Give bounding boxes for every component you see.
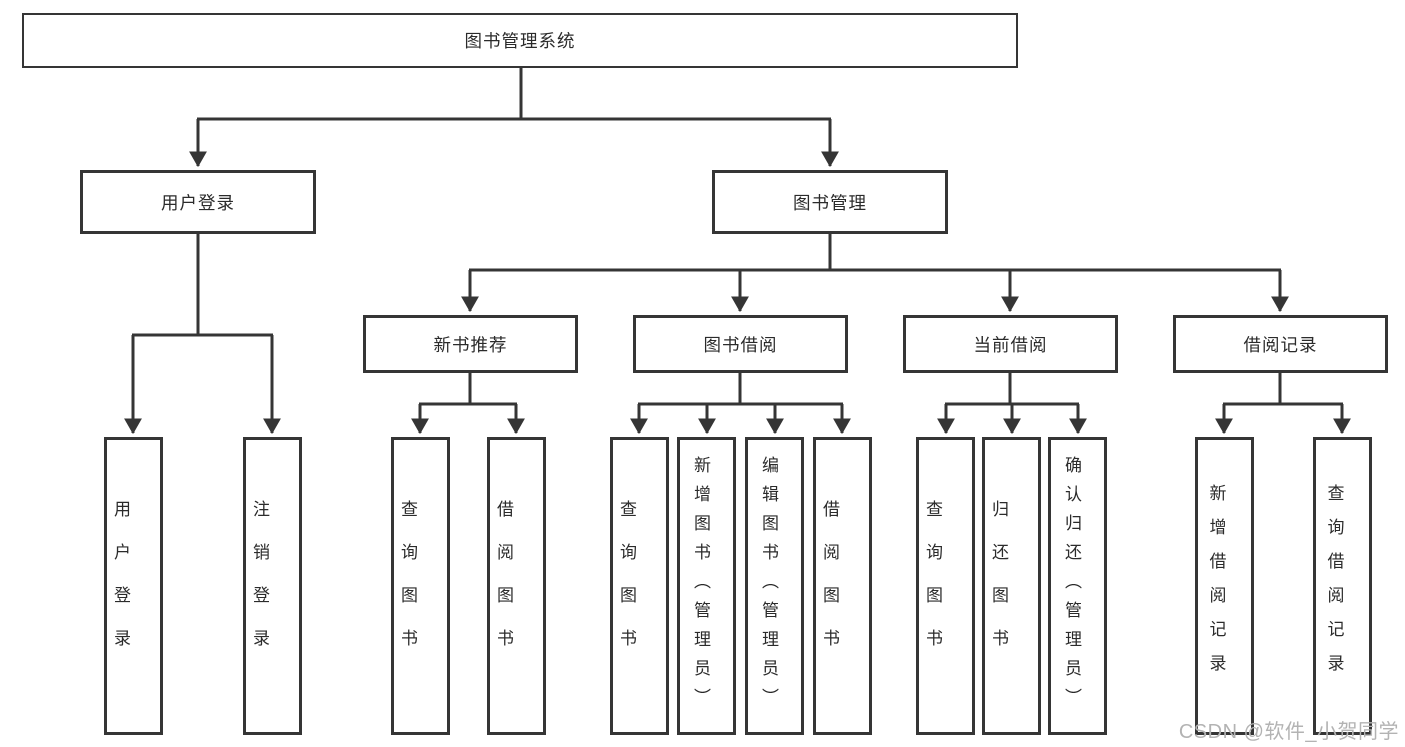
node-user-login: 用户登录 bbox=[80, 170, 316, 234]
wire-current-borrow-trunk bbox=[945, 373, 1079, 406]
leaf-bb-borrow-books: 借阅图书 bbox=[813, 437, 872, 735]
node-new-book-rec: 新书推荐 bbox=[363, 315, 578, 373]
node-current-borrow-label: 当前借阅 bbox=[973, 334, 1048, 355]
wire-root-trunk bbox=[197, 68, 831, 121]
leaf-user-login: 用户登录 bbox=[104, 437, 163, 735]
leaf-logout-label: 注销登录 bbox=[250, 500, 269, 672]
wire-book-mgmt-trunk bbox=[469, 234, 1281, 272]
node-borrow-record: 借阅记录 bbox=[1173, 315, 1388, 373]
node-book-mgmt: 图书管理 bbox=[712, 170, 948, 234]
leaf-br-query-record: 查询借阅记录 bbox=[1313, 437, 1372, 735]
node-book-borrow-label: 图书借阅 bbox=[703, 334, 778, 355]
leaf-cb-return-books-label: 归还图书 bbox=[989, 500, 1008, 672]
wire-book-borrow-trunk bbox=[638, 373, 843, 406]
leaf-cb-confirm-return-admin-label: 确认归还（管理员） bbox=[1062, 455, 1081, 717]
watermark: CSDN @软件_小贺同学 bbox=[1178, 721, 1399, 743]
leaf-cb-query-books: 查询图书 bbox=[916, 437, 975, 735]
leaf-nb-query-books-label: 查询图书 bbox=[398, 500, 417, 672]
node-borrow-record-label: 借阅记录 bbox=[1243, 334, 1318, 355]
node-book-borrow: 图书借阅 bbox=[633, 315, 848, 373]
leaf-nb-borrow-books: 借阅图书 bbox=[487, 437, 546, 735]
leaf-user-login-label: 用户登录 bbox=[111, 500, 130, 672]
wire-new-book-trunk bbox=[419, 373, 517, 406]
leaf-cb-return-books: 归还图书 bbox=[982, 437, 1041, 735]
leaf-bb-query-books-label: 查询图书 bbox=[617, 500, 636, 672]
node-book-mgmt-label: 图书管理 bbox=[793, 192, 867, 213]
leaf-bb-edit-books-admin: 编辑图书（管理员） bbox=[745, 437, 804, 735]
leaf-logout: 注销登录 bbox=[243, 437, 302, 735]
leaf-bb-add-books-admin: 新增图书（管理员） bbox=[677, 437, 736, 735]
leaf-bb-add-books-admin-label: 新增图书（管理员） bbox=[691, 455, 710, 717]
leaf-br-add-record-label: 新增借阅记录 bbox=[1206, 484, 1226, 688]
leaf-bb-borrow-books-label: 借阅图书 bbox=[820, 500, 839, 672]
leaf-br-query-record-label: 查询借阅记录 bbox=[1324, 484, 1344, 688]
node-new-book-rec-label: 新书推荐 bbox=[433, 334, 508, 355]
leaf-cb-confirm-return-admin: 确认归还（管理员） bbox=[1048, 437, 1107, 735]
leaf-bb-query-books: 查询图书 bbox=[610, 437, 669, 735]
node-current-borrow: 当前借阅 bbox=[903, 315, 1118, 373]
node-root-label: 图书管理系统 bbox=[464, 31, 576, 51]
wire-borrow-record-trunk bbox=[1223, 373, 1343, 406]
node-root: 图书管理系统 bbox=[22, 13, 1018, 68]
leaf-nb-borrow-books-label: 借阅图书 bbox=[494, 500, 513, 672]
leaf-bb-edit-books-admin-label: 编辑图书（管理员） bbox=[759, 455, 778, 717]
leaf-cb-query-books-label: 查询图书 bbox=[923, 500, 942, 672]
wire-user-login-trunk bbox=[132, 234, 273, 337]
leaf-br-add-record: 新增借阅记录 bbox=[1195, 437, 1254, 735]
node-user-login-label: 用户登录 bbox=[161, 192, 235, 213]
leaf-nb-query-books: 查询图书 bbox=[391, 437, 450, 735]
